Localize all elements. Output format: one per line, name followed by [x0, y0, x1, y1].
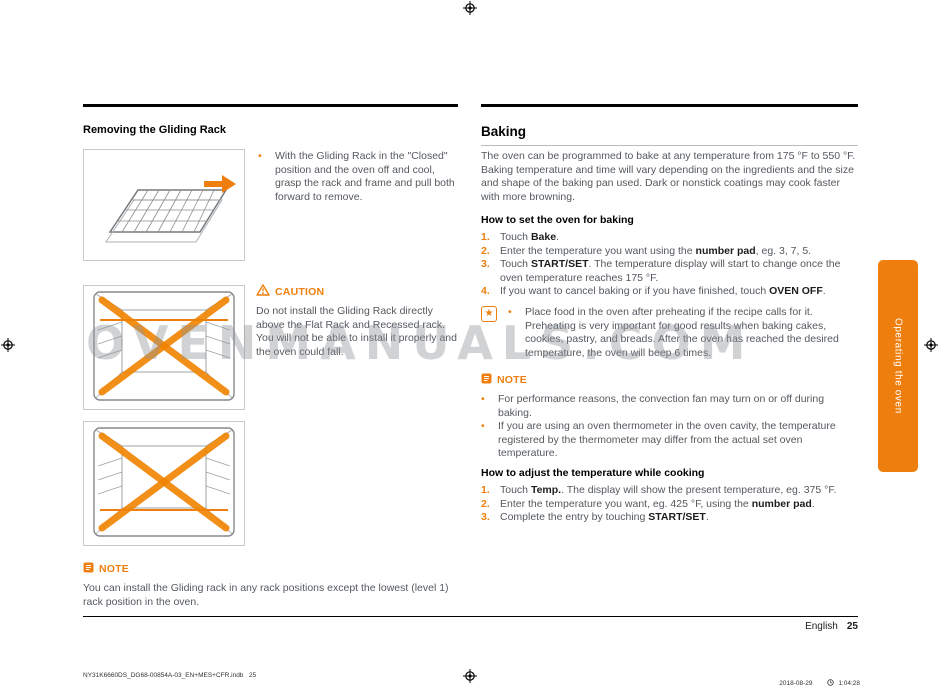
print-registration-mark-bottom	[463, 669, 477, 688]
note-bullet-text: For performance reasons, the convection …	[498, 393, 825, 419]
subheading-how-to-set: How to set the oven for baking	[481, 214, 634, 226]
baking-steps-list: 1. Touch Bake. 2. Enter the temperature …	[481, 231, 858, 299]
adjust-steps-list: 1. Touch Temp.. The display will show th…	[481, 484, 858, 525]
step-number: 3.	[481, 258, 490, 270]
step-text: Enter the temperature you want, eg. 425 …	[500, 497, 815, 510]
rack-position-warning-image-2	[83, 421, 245, 546]
preheating-tip: ★ Place food in the oven after preheatin…	[481, 306, 858, 360]
step-text: Complete the entry by touching START/SET…	[500, 511, 709, 523]
preheating-tip-text: Place food in the oven after preheating …	[525, 306, 839, 359]
step-number: 3.	[481, 511, 490, 523]
caution-icon	[256, 283, 270, 301]
print-date: 2018-08-29	[779, 680, 813, 687]
footer-page-info: English 25	[805, 621, 858, 632]
print-timestamp: 2018-08-29 1:04:28	[779, 672, 860, 688]
step-text: If you want to cancel baking or if you h…	[500, 285, 826, 297]
baking-intro: The oven can be programmed to bake at an…	[481, 150, 856, 203]
footer-page-number: 25	[846, 621, 858, 632]
section-title-removing-gliding-rack: Removing the Gliding Rack	[83, 124, 227, 136]
caution-label: CAUTION	[275, 286, 325, 298]
print-registration-mark-left	[1, 338, 15, 357]
section-title-baking: Baking	[481, 124, 527, 139]
clock-icon	[816, 672, 835, 688]
step-number: 2.	[481, 497, 490, 510]
footer-rule	[83, 616, 858, 617]
step-row: 3. Touch START/SET. The temperature disp…	[481, 258, 858, 285]
left-note-text: You can install the Gliding rack in any …	[83, 582, 449, 608]
step-number: 1.	[481, 484, 490, 496]
gliding-rack-instruction: With the Gliding Rack in the "Closed" po…	[258, 150, 458, 204]
preheating-tip-item: Place food in the oven after preheating …	[508, 306, 858, 360]
step-row: 4. If you want to cancel baking or if yo…	[481, 285, 858, 299]
step-number: 1.	[481, 231, 490, 243]
note-header: NOTE	[83, 560, 458, 578]
chapter-tab-operating-the-oven: Operating the oven	[878, 260, 918, 472]
caution-text: Do not install the Gliding Rack directly…	[256, 305, 457, 358]
right-column-rule	[481, 104, 858, 107]
baking-title-underline	[481, 145, 858, 146]
step-number: 2.	[481, 244, 490, 257]
print-registration-mark-right	[924, 338, 938, 357]
print-file-info: NY31K6660DS_DG68-00854A-03_EN+MES+CFR.in…	[83, 672, 257, 679]
chapter-tab-label: Operating the oven	[892, 318, 904, 414]
step-row: 2. Enter the temperature you want, eg. 4…	[481, 498, 858, 512]
note-bullet-text: If you are using an oven thermometer in …	[498, 420, 836, 459]
footer-language: English	[805, 621, 838, 632]
note-icon	[83, 560, 94, 578]
left-note-block: NOTE You can install the Gliding rack in…	[83, 560, 458, 609]
gliding-rack-instruction-text: With the Gliding Rack in the "Closed" po…	[275, 150, 455, 203]
step-row: 2. Enter the temperature you want using …	[481, 245, 858, 259]
step-text: Touch Bake.	[500, 231, 559, 243]
step-text: Enter the temperature you want using the…	[500, 244, 812, 257]
step-row: 1. Touch Bake.	[481, 231, 858, 245]
right-note-block: NOTE For performance reasons, the convec…	[481, 371, 858, 461]
note-label: NOTE	[497, 374, 527, 386]
note-label: NOTE	[99, 563, 129, 575]
step-row: 3. Complete the entry by touching START/…	[481, 511, 858, 525]
note-bullet: If you are using an oven thermometer in …	[481, 420, 858, 461]
caution-block: CAUTION Do not install the Gliding Rack …	[256, 283, 458, 359]
star-icon: ★	[481, 306, 497, 322]
print-registration-mark-top	[463, 1, 477, 20]
step-text: Touch Temp.. The display will show the p…	[500, 484, 837, 496]
gliding-rack-image	[83, 149, 245, 261]
step-text: Touch START/SET. The temperature display…	[500, 258, 841, 284]
subheading-how-to-adjust: How to adjust the temperature while cook…	[481, 467, 705, 479]
note-bullet: For performance reasons, the convection …	[481, 393, 858, 420]
rack-position-warning-image-1	[83, 285, 245, 410]
note-icon	[481, 371, 492, 389]
print-time: 1:04:28	[838, 680, 860, 687]
left-column-rule	[83, 104, 458, 107]
step-number: 4.	[481, 285, 490, 297]
step-row: 1. Touch Temp.. The display will show th…	[481, 484, 858, 498]
note-header: NOTE	[481, 371, 858, 389]
caution-header: CAUTION	[256, 283, 458, 301]
